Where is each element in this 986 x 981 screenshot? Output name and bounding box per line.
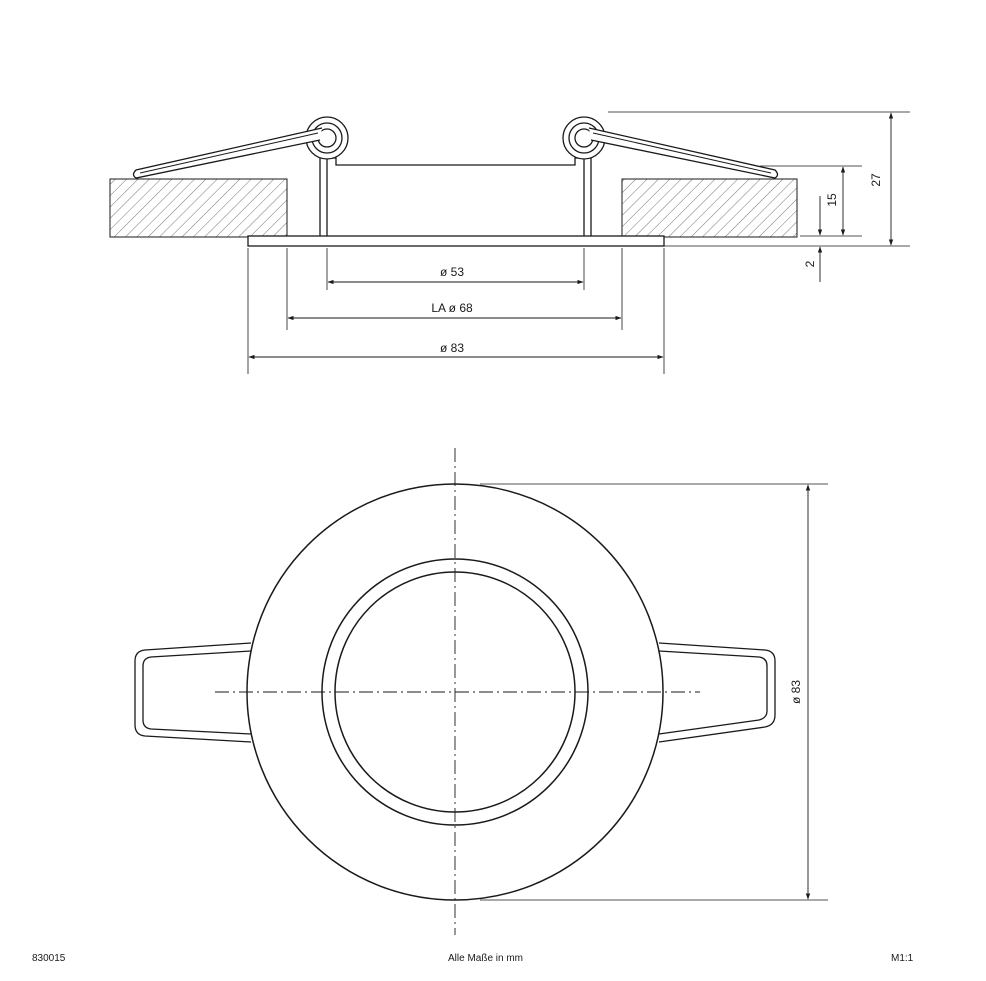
units-note: Alle Maße in mm bbox=[448, 953, 524, 964]
center-lines bbox=[215, 448, 700, 935]
label-inner-diameter: ø 53 bbox=[440, 265, 464, 279]
label-flange-height: 2 bbox=[803, 260, 817, 267]
dimension-flange-height: 2 bbox=[803, 196, 823, 282]
label-outer-diameter: ø 83 bbox=[440, 341, 464, 355]
dimension-top-diameter: ø 83 bbox=[789, 484, 811, 900]
extension-lines bbox=[247, 111, 910, 374]
ceiling-section-left bbox=[109, 178, 288, 238]
label-top-diameter: ø 83 bbox=[789, 680, 803, 704]
scale-label: M1:1 bbox=[891, 953, 914, 964]
luminaire-body bbox=[319, 130, 592, 236]
flange bbox=[247, 235, 665, 247]
dimension-outer-diameter: ø 83 bbox=[248, 341, 664, 360]
spring-left bbox=[132, 127, 323, 179]
label-ceiling-thickness: 15 bbox=[825, 193, 839, 207]
dimension-inner-diameter: ø 53 bbox=[327, 265, 584, 285]
dimension-total-height: 27 bbox=[869, 112, 894, 246]
top-extension-lines bbox=[480, 483, 828, 901]
top-view: ø 83 bbox=[134, 448, 828, 935]
spring-tab-left bbox=[134, 642, 252, 743]
dimension-cutout-diameter: LA ø 68 bbox=[287, 301, 622, 321]
spring-right bbox=[588, 127, 779, 179]
spring-tab-right bbox=[658, 642, 776, 743]
label-total-height: 27 bbox=[869, 173, 883, 187]
dimension-ceiling-thickness: 15 bbox=[825, 166, 846, 236]
spring-pivot-left bbox=[305, 116, 349, 160]
ceiling-section-right bbox=[621, 178, 798, 238]
side-view: ø 53 LA ø 68 ø 83 27 15 2 bbox=[109, 111, 910, 374]
article-number: 830015 bbox=[32, 953, 66, 964]
spring-pivot-right bbox=[562, 116, 606, 160]
label-cutout-diameter: LA ø 68 bbox=[431, 301, 473, 315]
